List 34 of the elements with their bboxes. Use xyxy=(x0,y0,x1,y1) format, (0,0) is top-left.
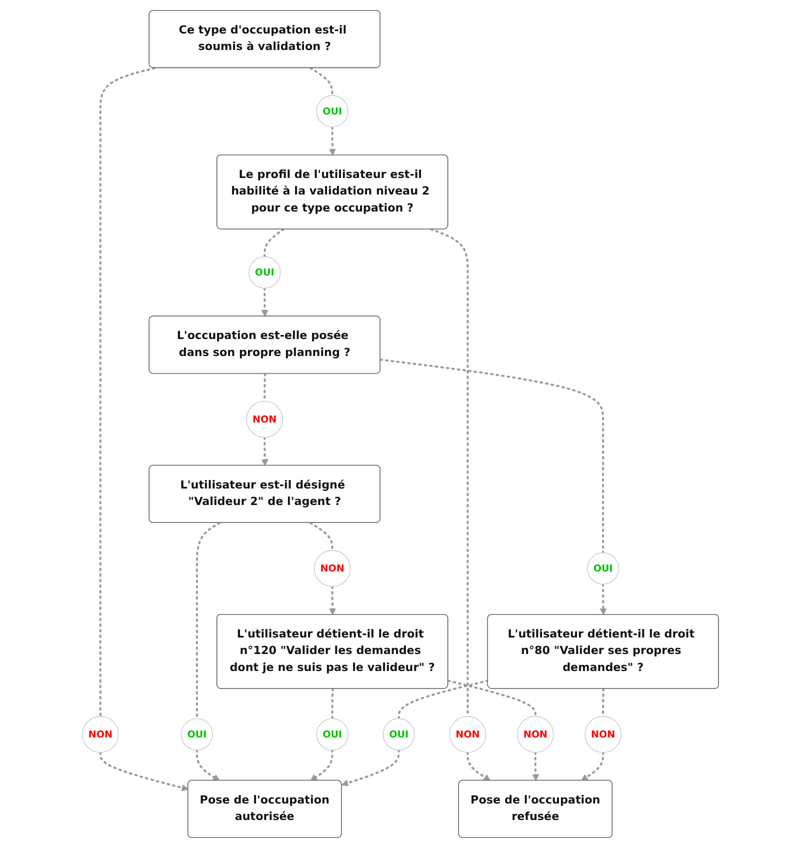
connector xyxy=(397,679,489,720)
connector xyxy=(430,228,468,717)
connector xyxy=(309,66,333,96)
connector xyxy=(309,521,333,551)
arrow xyxy=(310,748,333,780)
connector xyxy=(98,66,156,717)
node-circle: NON xyxy=(246,400,283,438)
arrow xyxy=(341,748,400,786)
node-circle: NON xyxy=(448,715,486,752)
arrow xyxy=(580,750,604,780)
arrow xyxy=(466,750,490,780)
node-circle: OUI xyxy=(382,718,414,750)
node-circle: OUI xyxy=(316,94,348,127)
arrow xyxy=(260,286,268,316)
node-circle: OUI xyxy=(316,718,348,750)
connector xyxy=(379,358,604,554)
arrow xyxy=(599,582,606,615)
node-circle: NON xyxy=(313,550,350,586)
node-circle: OUI xyxy=(248,256,280,288)
node-circle: OUI xyxy=(180,718,213,750)
arrow xyxy=(195,748,220,780)
node-circle: NON xyxy=(82,715,118,752)
connector xyxy=(195,521,220,720)
connector xyxy=(446,679,536,717)
arrow xyxy=(328,585,336,615)
arrow xyxy=(532,750,539,780)
node-circle: NON xyxy=(584,715,622,752)
node-circle: NON xyxy=(516,715,554,752)
arrow xyxy=(328,126,336,156)
node-circle: OUI xyxy=(586,552,619,584)
arrow xyxy=(98,750,188,791)
arrow xyxy=(260,436,268,466)
connector xyxy=(330,687,334,720)
connector xyxy=(263,228,284,258)
